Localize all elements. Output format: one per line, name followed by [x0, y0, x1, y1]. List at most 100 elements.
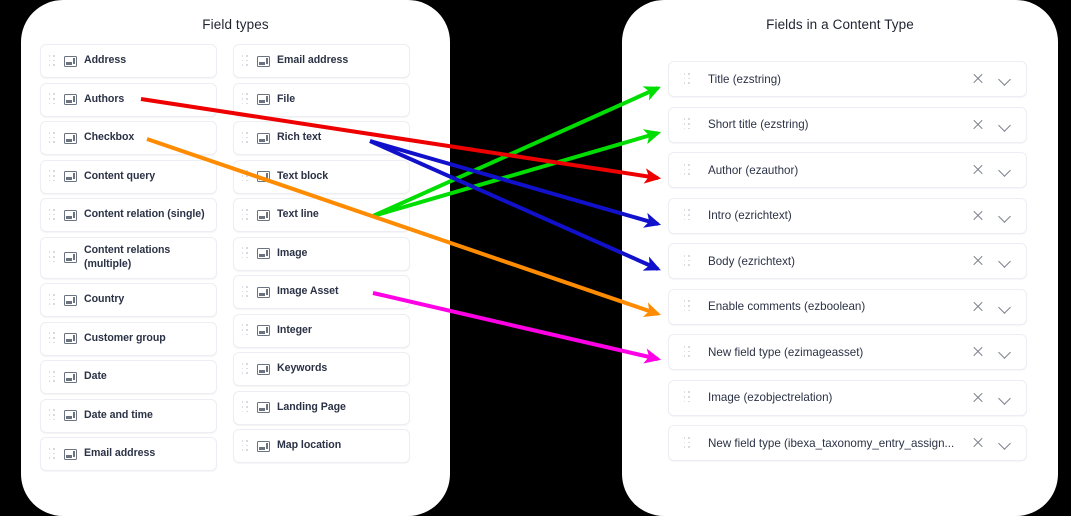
- field-type-item[interactable]: Text block: [233, 159, 410, 194]
- close-icon[interactable]: [971, 209, 985, 223]
- chevron-down-icon[interactable]: [998, 345, 1012, 359]
- field-type-item[interactable]: Customer group: [40, 321, 217, 356]
- drag-handle-icon[interactable]: [241, 54, 250, 68]
- close-icon[interactable]: [971, 163, 985, 177]
- close-icon[interactable]: [971, 300, 985, 314]
- field-type-icon: [64, 333, 77, 344]
- content-type-field-row[interactable]: New field type (ezimageasset): [668, 334, 1027, 370]
- content-type-field-label: Intro (ezrichtext): [708, 209, 792, 222]
- content-type-field-row[interactable]: Image (ezobjectrelation): [668, 379, 1027, 416]
- chevron-down-icon[interactable]: [998, 391, 1012, 405]
- chevron-down-icon[interactable]: [998, 118, 1012, 132]
- content-type-field-row[interactable]: Intro (ezrichtext): [668, 197, 1027, 234]
- content-type-field-row[interactable]: New field type (ibexa_taxonomy_entry_ass…: [668, 425, 1027, 461]
- drag-handle-icon[interactable]: [241, 208, 250, 222]
- field-type-label: Country: [84, 293, 125, 306]
- content-type-field-label: Author (ezauthor): [708, 163, 799, 177]
- chevron-down-icon[interactable]: [998, 163, 1012, 177]
- content-type-field-row[interactable]: Enable comments (ezboolean): [668, 288, 1027, 325]
- drag-handle-icon[interactable]: [241, 93, 250, 106]
- drag-handle-icon[interactable]: [241, 439, 250, 453]
- chevron-down-icon[interactable]: [998, 436, 1012, 450]
- drag-handle-icon[interactable]: [48, 370, 57, 384]
- field-type-label: Landing Page: [277, 400, 346, 413]
- field-types-title: Field types: [202, 17, 269, 32]
- drag-handle-icon[interactable]: [48, 332, 57, 345]
- drag-handle-icon[interactable]: [241, 324, 250, 337]
- field-type-item[interactable]: Checkbox: [40, 121, 217, 155]
- chevron-down-icon[interactable]: [998, 209, 1012, 223]
- drag-handle-icon[interactable]: [683, 345, 692, 359]
- drag-handle-icon[interactable]: [683, 391, 692, 404]
- drag-handle-icon[interactable]: [683, 436, 692, 450]
- field-type-item[interactable]: Text line: [233, 198, 410, 232]
- drag-handle-icon[interactable]: [48, 251, 57, 264]
- drag-handle-icon[interactable]: [683, 300, 692, 313]
- drag-handle-icon[interactable]: [48, 131, 57, 145]
- drag-handle-icon[interactable]: [241, 247, 250, 260]
- chevron-down-icon[interactable]: [998, 300, 1012, 314]
- content-type-field-label: Image (ezobjectrelation): [708, 391, 833, 404]
- field-type-item[interactable]: Email address: [40, 437, 217, 471]
- drag-handle-icon[interactable]: [48, 409, 57, 422]
- drag-handle-icon[interactable]: [48, 208, 57, 222]
- field-type-icon: [257, 440, 270, 452]
- field-type-item[interactable]: Map location: [233, 429, 410, 463]
- drag-handle-icon[interactable]: [683, 209, 692, 222]
- drag-handle-icon[interactable]: [48, 170, 57, 183]
- drag-handle-icon[interactable]: [241, 401, 250, 414]
- field-type-icon: [257, 363, 270, 375]
- content-type-field-label: Enable comments (ezboolean): [708, 300, 866, 313]
- chevron-down-icon[interactable]: [998, 72, 1012, 86]
- close-icon[interactable]: [971, 254, 985, 268]
- field-type-item[interactable]: Content relation (single): [40, 198, 217, 232]
- content-type-field-row[interactable]: Author (ezauthor): [668, 152, 1027, 188]
- field-type-label: Text line: [277, 208, 319, 221]
- field-type-icon: [257, 171, 270, 182]
- content-type-field-actions: [971, 209, 1016, 223]
- close-icon[interactable]: [971, 436, 985, 450]
- chevron-down-icon[interactable]: [998, 254, 1012, 268]
- field-type-item[interactable]: Date: [40, 360, 217, 394]
- close-icon[interactable]: [971, 118, 985, 132]
- field-type-item[interactable]: Country: [40, 283, 217, 317]
- field-type-item[interactable]: Landing Page: [233, 390, 410, 425]
- field-type-item[interactable]: Image: [233, 236, 410, 271]
- drag-handle-icon[interactable]: [241, 362, 250, 376]
- drag-handle-icon[interactable]: [683, 163, 692, 177]
- content-type-field-row[interactable]: Short title (ezstring): [668, 106, 1027, 143]
- field-type-label: Checkbox: [84, 131, 135, 144]
- field-type-icon: [64, 448, 77, 460]
- drag-handle-icon[interactable]: [683, 72, 692, 86]
- field-type-item[interactable]: Keywords: [233, 352, 410, 386]
- drag-handle-icon[interactable]: [48, 93, 57, 106]
- drag-handle-icon[interactable]: [241, 131, 250, 145]
- drag-handle-icon[interactable]: [48, 293, 57, 307]
- field-type-item[interactable]: Email address: [233, 44, 410, 78]
- drag-handle-icon[interactable]: [241, 285, 250, 299]
- content-type-field-row[interactable]: Body (ezrichtext): [668, 243, 1027, 279]
- drag-handle-icon[interactable]: [48, 54, 57, 68]
- field-type-label: Authors: [84, 92, 125, 105]
- field-type-label: Integer: [277, 323, 312, 336]
- drag-handle-icon[interactable]: [241, 170, 250, 183]
- field-type-item[interactable]: Image Asset: [233, 275, 410, 309]
- field-type-item[interactable]: Integer: [233, 313, 410, 348]
- close-icon[interactable]: [971, 72, 985, 86]
- close-icon[interactable]: [971, 391, 985, 405]
- field-type-item[interactable]: Address: [40, 44, 217, 78]
- field-type-item[interactable]: Authors: [40, 82, 217, 117]
- field-type-item[interactable]: Content query: [40, 159, 217, 194]
- drag-handle-icon[interactable]: [683, 254, 692, 268]
- content-type-field-row[interactable]: Title (ezstring): [668, 61, 1027, 97]
- field-type-item[interactable]: Rich text: [233, 121, 410, 155]
- close-icon[interactable]: [971, 345, 985, 359]
- field-type-item[interactable]: Date and time: [40, 398, 217, 433]
- drag-handle-icon[interactable]: [48, 447, 57, 461]
- drag-handle-icon[interactable]: [683, 118, 692, 131]
- field-type-icon: [64, 371, 77, 383]
- field-type-item[interactable]: File: [233, 82, 410, 117]
- field-type-item[interactable]: Content relations (multiple): [40, 236, 217, 279]
